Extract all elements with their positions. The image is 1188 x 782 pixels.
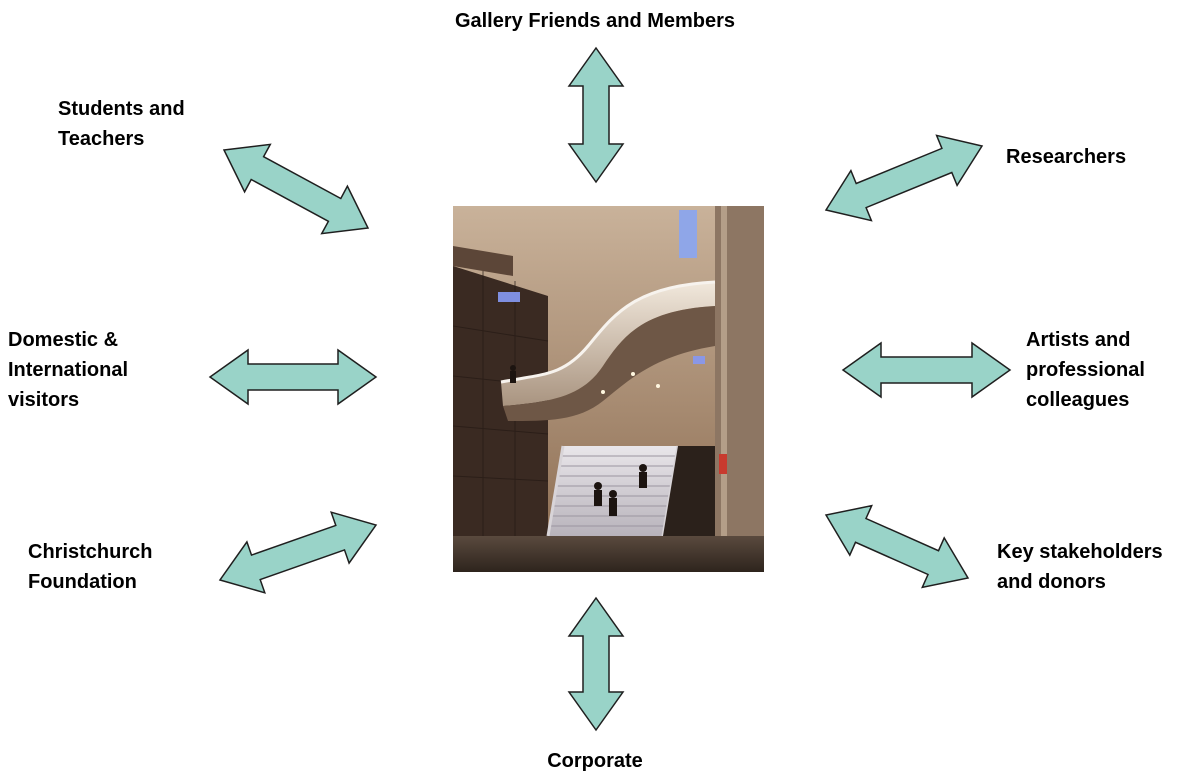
arrow-mid-right [843,343,1010,397]
arrow-top-right [826,135,982,220]
arrow-top-left [224,144,368,233]
arrow-bottom [569,598,623,730]
arrow-bottom-right [826,506,968,588]
gallery-atrium-photo [453,206,764,572]
arrow-mid-left [210,350,376,404]
gallery-atrium-staircase-icon [453,206,764,572]
arrow-top [569,48,623,182]
arrow-bottom-left [220,512,376,593]
